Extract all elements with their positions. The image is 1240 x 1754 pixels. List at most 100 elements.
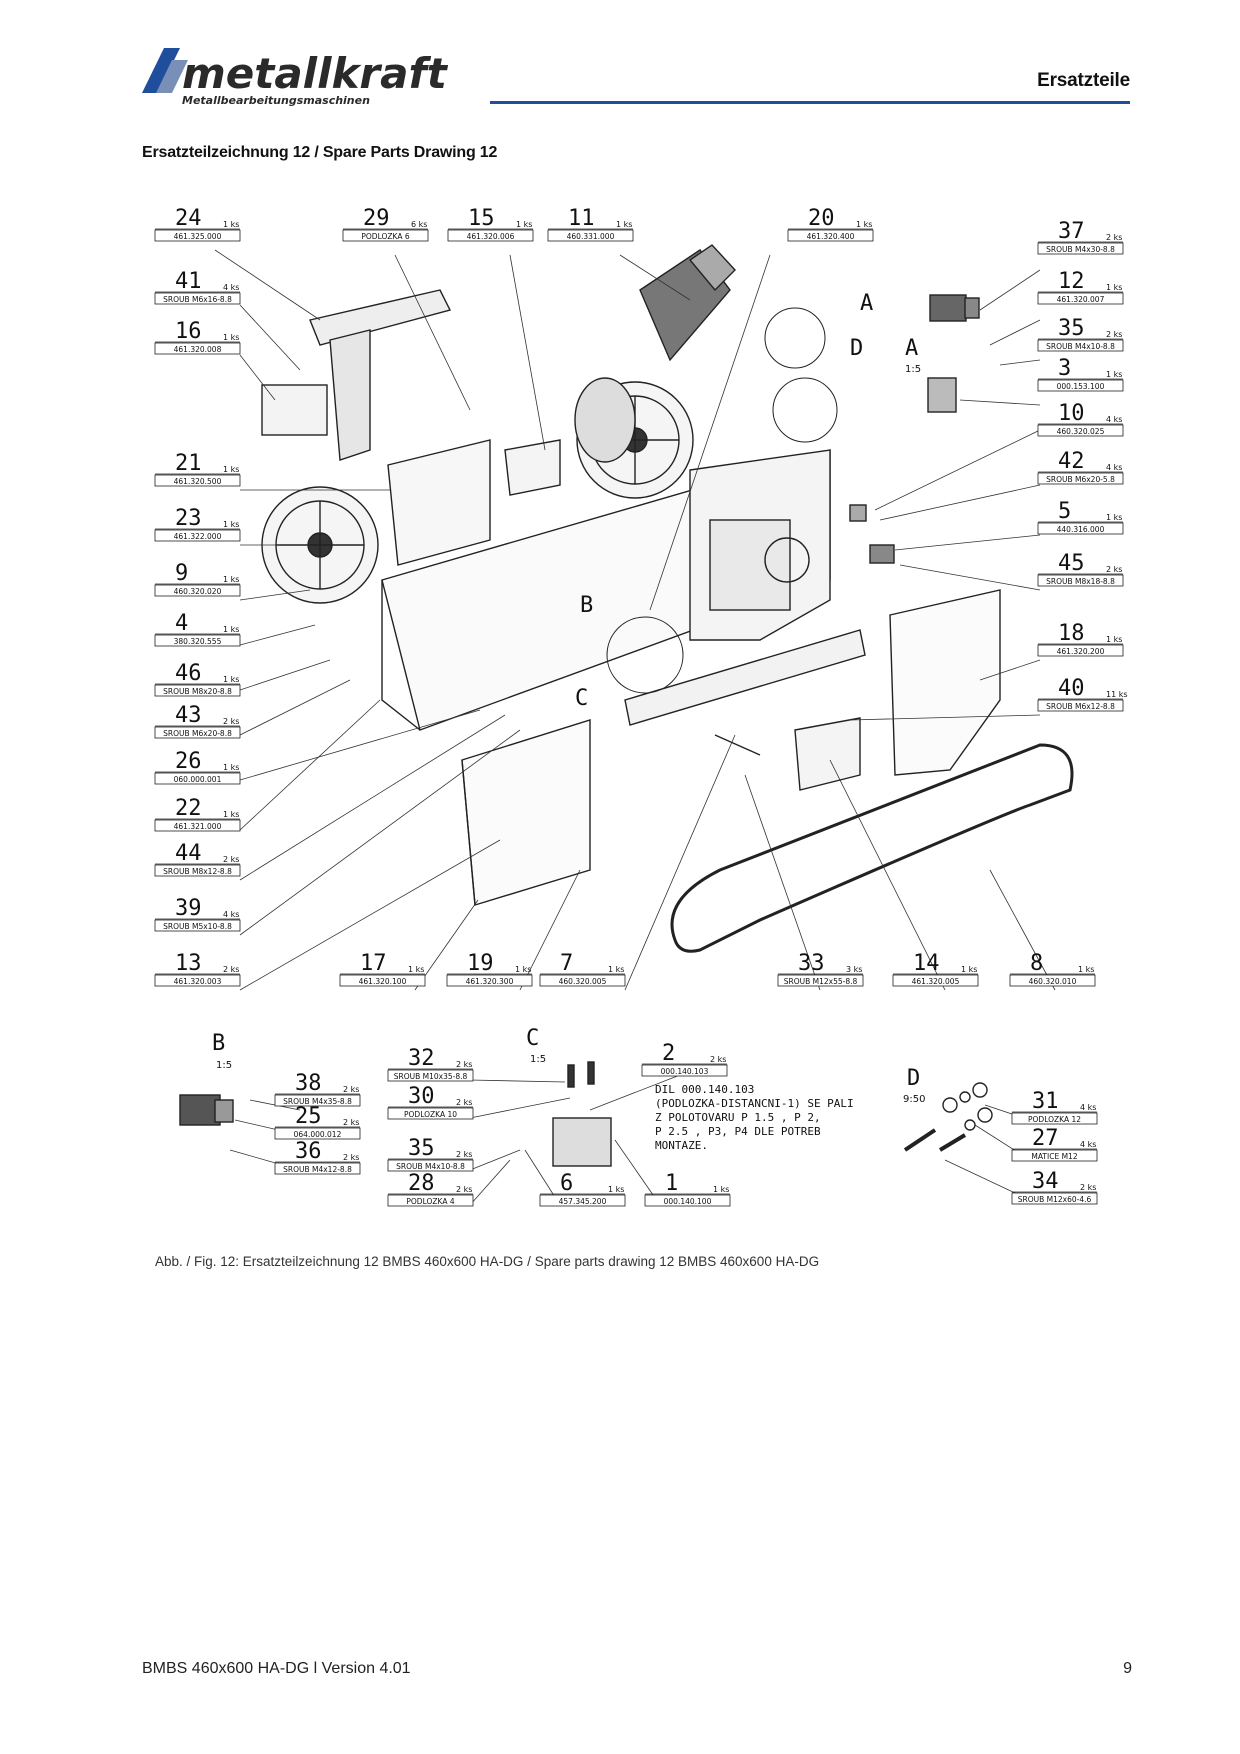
callout-qty: 1 ks xyxy=(223,220,239,229)
callout-box xyxy=(154,819,241,832)
callout-qty: 2 ks xyxy=(1106,233,1122,242)
callout-qty: 1 ks xyxy=(223,810,239,819)
detail-b-letter: B xyxy=(212,1031,225,1056)
callout-part-code: 461.320.003 xyxy=(174,977,222,986)
callout-number: 10 xyxy=(1058,401,1085,426)
callout-number: 41 xyxy=(175,269,202,294)
callout-part-code: SROUB M4x10-8.8 xyxy=(396,1162,465,1171)
note-line: Z POLOTOVARU P 1.5 , P 2, xyxy=(655,1111,821,1124)
callout-part-code: SROUB M8x18-8.8 xyxy=(1046,577,1115,586)
callout-qty: 1 ks xyxy=(1106,513,1122,522)
callout-box xyxy=(547,229,634,242)
callout-qty: 4 ks xyxy=(1080,1140,1096,1149)
callout-number: 19 xyxy=(467,951,494,976)
callout-box xyxy=(1037,644,1124,657)
callout-qty: 2 ks xyxy=(1106,330,1122,339)
callout-box xyxy=(154,772,241,785)
callout-box xyxy=(274,1162,361,1175)
callout-box xyxy=(892,974,979,987)
detail-c-letter: C xyxy=(526,1026,539,1051)
note-line: P 2.5 , P3, P4 DLE POTREB xyxy=(655,1125,821,1138)
callout-part-code: SROUB M12x55-8.8 xyxy=(784,977,858,986)
callout-box xyxy=(777,974,864,987)
callout-number: 30 xyxy=(408,1084,435,1109)
detail-d-scale: 9:50 xyxy=(903,1094,925,1105)
callout-qty: 2 ks xyxy=(1106,565,1122,574)
callout-qty: 2 ks xyxy=(343,1085,359,1094)
callout-qty: 1 ks xyxy=(223,465,239,474)
metallkraft-logo: metallkraft Metallbearbeitungsmaschinen xyxy=(142,48,449,107)
callout-number: 26 xyxy=(175,749,202,774)
detail-c-scale: 1:5 xyxy=(530,1054,546,1065)
callout-box xyxy=(1037,699,1124,712)
callout-qty: 4 ks xyxy=(223,910,239,919)
callout-qty: 2 ks xyxy=(223,717,239,726)
callout-number: 36 xyxy=(295,1139,322,1164)
callout-qty: 1 ks xyxy=(223,763,239,772)
detail-a-scale: 1:5 xyxy=(905,364,921,375)
callout-qty: 1 ks xyxy=(408,965,424,974)
figure-caption: Abb. / Fig. 12: Ersatzteilzeichnung 12 B… xyxy=(155,1254,820,1269)
callout-number: 33 xyxy=(798,951,825,976)
callout-part-code: 460.331.000 xyxy=(567,232,615,241)
callout-number: 29 xyxy=(363,206,390,231)
callout-part-code: SROUB M4x12-8.8 xyxy=(283,1165,352,1174)
callout-part-code: 461.320.300 xyxy=(466,977,514,986)
callout-number: 32 xyxy=(408,1046,435,1071)
callout-number: 35 xyxy=(408,1136,435,1161)
callout-part-code: SROUB M4x10-8.8 xyxy=(1046,342,1115,351)
callout-part-code: 461.320.500 xyxy=(174,477,222,486)
callout-number: 43 xyxy=(175,703,202,728)
callout-part-code: 000.153.100 xyxy=(1057,382,1105,391)
callout-qty: 2 ks xyxy=(223,855,239,864)
callout-qty: 2 ks xyxy=(456,1060,472,1069)
callout-number: 16 xyxy=(175,319,202,344)
callout-box xyxy=(1037,379,1124,392)
callout-part-code: 461.320.400 xyxy=(807,232,855,241)
callout-box xyxy=(154,634,241,647)
callout-part-code: PODLOZKA 10 xyxy=(404,1110,457,1119)
detail-label-d-top: D xyxy=(850,336,863,361)
callout-qty: 1 ks xyxy=(713,1185,729,1194)
callout-part-code: 460.320.005 xyxy=(559,977,607,986)
callout-number: 8 xyxy=(1030,951,1043,976)
callout-part-code: SROUB M6x20-8.8 xyxy=(163,729,232,738)
manufacturing-note: DIL 000.140.103 (PODLOZKA-DISTANCNI-1) S… xyxy=(655,1083,854,1152)
note-line: MONTAZE. xyxy=(655,1139,708,1152)
callout-qty: 1 ks xyxy=(515,965,531,974)
callout-part-code: 380.320.555 xyxy=(174,637,222,646)
callout-qty: 1 ks xyxy=(223,625,239,634)
callout-number: 31 xyxy=(1032,1089,1059,1114)
callout-part-code: 461.320.200 xyxy=(1057,647,1105,656)
callout-qty: 2 ks xyxy=(456,1185,472,1194)
callout-box xyxy=(1037,339,1124,352)
callout-box xyxy=(154,974,241,987)
callout-qty: 4 ks xyxy=(1106,415,1122,424)
callout-box xyxy=(787,229,874,242)
callout-qty: 1 ks xyxy=(223,520,239,529)
callout-box xyxy=(446,974,533,987)
detail-label-a: A xyxy=(860,291,873,316)
callout-part-code: SROUB M4x35-8.8 xyxy=(283,1097,352,1106)
callout-number: 38 xyxy=(295,1071,322,1096)
callout-box xyxy=(154,684,241,697)
callout-part-code: PODLOZKA 6 xyxy=(361,232,409,241)
callout-qty: 2 ks xyxy=(1080,1183,1096,1192)
